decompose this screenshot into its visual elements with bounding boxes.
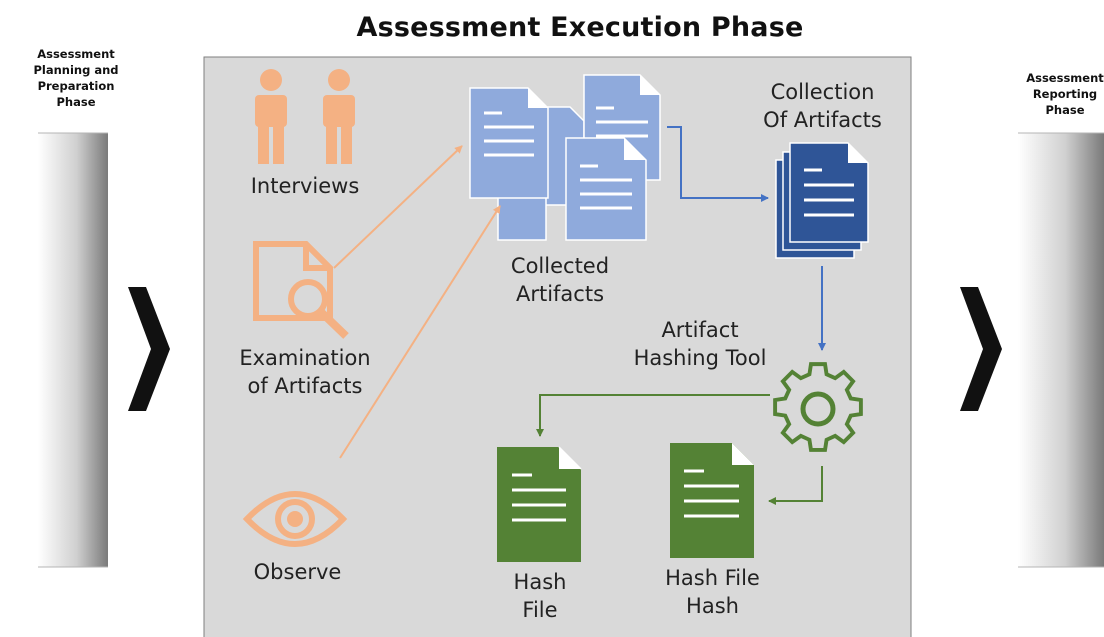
- arrow-collected-to-collection: [667, 126, 769, 202]
- collection-of-artifacts-label: Collection Of Artifacts: [763, 80, 882, 132]
- arrow-observe-to-artifacts: [339, 205, 501, 459]
- right-phase-label: Assessment Reporting Phase: [1026, 71, 1104, 117]
- collected-artifacts-label: Collected Artifacts: [510, 254, 610, 306]
- arrow-hashing-to-hash-file: [536, 394, 770, 437]
- left-chevron-icon: [128, 287, 170, 411]
- right-chevron-icon: [960, 287, 1002, 411]
- observe-eye-icon: [242, 491, 348, 547]
- interviews-label: Interviews: [250, 174, 360, 198]
- arrow-hashing-to-hash-file-hash: [768, 466, 823, 505]
- hash-file-icon: [497, 446, 582, 562]
- collection-of-artifacts-icon: [775, 142, 869, 259]
- collected-artifacts-icon: [469, 74, 661, 241]
- right-phase-block: [1018, 133, 1104, 567]
- hashing-tool-label: Artifact Hashing Tool: [633, 318, 767, 370]
- left-phase-label: Assessment Planning and Preparation Phas…: [33, 47, 119, 109]
- hash-file-hash-icon: [670, 443, 754, 558]
- interview-people-icon: [255, 69, 355, 164]
- observe-label: Observe: [253, 560, 342, 584]
- examination-label: Examination of Artifacts: [239, 346, 371, 398]
- diagram-title: Assessment Execution Phase: [356, 12, 804, 43]
- left-phase-block: [38, 133, 108, 567]
- arrow-examination-to-artifacts: [333, 145, 463, 269]
- hash-file-label: Hash File: [513, 570, 567, 622]
- examination-icon: [253, 241, 349, 339]
- hashing-tool-gear-icon: [773, 362, 863, 452]
- hash-file-hash-label: Hash File Hash: [665, 566, 760, 618]
